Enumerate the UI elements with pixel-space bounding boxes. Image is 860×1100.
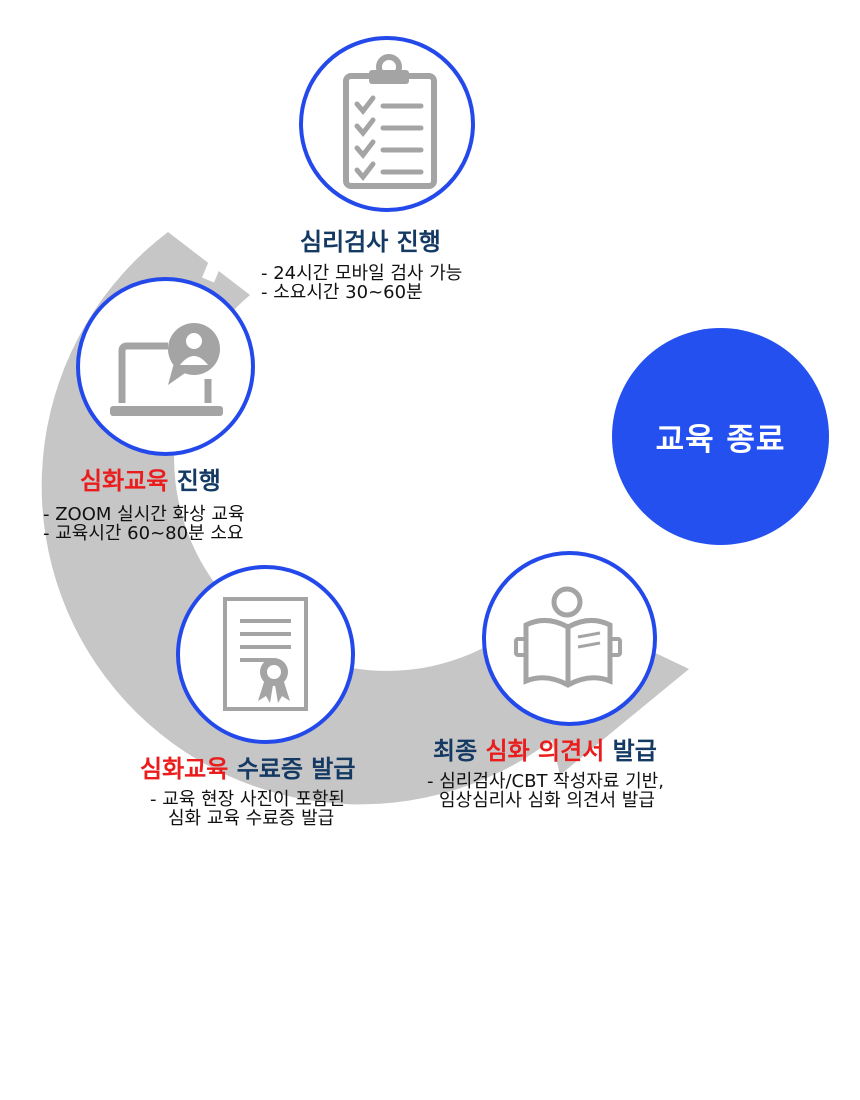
step-4-title-navy: 발급 — [612, 737, 657, 765]
step-3-title-red: 심화교육 — [140, 755, 229, 783]
step-2-title-navy: 진행 — [176, 467, 221, 495]
step-2-description: - ZOOM 실시간 화상 교육 - 교육시간 60~80분 소요 — [43, 505, 245, 543]
step-2-line-1: - ZOOM 실시간 화상 교육 — [43, 504, 245, 525]
step-2-line-2: - 교육시간 60~80분 소요 — [43, 523, 244, 544]
step-4-title-red: 심화 의견서 — [485, 737, 605, 765]
step-4-line-1: - 심리검사/CBT 작성자료 기반, — [427, 771, 664, 792]
step-1-title-text: 심리검사 진행 — [300, 228, 441, 256]
step-4-line-2: 임상심리사 심화 의견서 발급 — [439, 790, 655, 811]
step-4-circle — [482, 551, 657, 726]
step-2-circle — [76, 277, 255, 456]
step-1-circle — [299, 36, 475, 212]
step-1-description: - 24시간 모바일 검사 가능 - 소요시간 30~60분 — [261, 264, 462, 302]
laptop-user-icon — [110, 323, 223, 416]
end-label: 교육 종료 — [655, 422, 786, 458]
step-4-title-prefix: 최종 — [433, 737, 478, 765]
step-4-description: - 심리검사/CBT 작성자료 기반, 임상심리사 심화 의견서 발급 — [427, 772, 664, 810]
step-1-title: 심리검사 진행 — [300, 222, 441, 257]
certificate-icon — [223, 597, 308, 711]
step-1-line-1: - 24시간 모바일 검사 가능 — [261, 263, 463, 284]
step-3-title-navy: 수료증 발급 — [236, 755, 356, 783]
reading-person-icon — [514, 586, 622, 688]
step-3-title: 심화교육 수료증 발급 — [140, 749, 355, 784]
step-3-line-1: - 교육 현장 사진이 포함된 — [150, 789, 345, 810]
end-circle: 교육 종료 — [612, 328, 829, 545]
clipboard-checklist-icon — [343, 54, 437, 189]
step-3-circle — [176, 565, 355, 744]
step-3-line-2: 심화 교육 수료증 발급 — [168, 808, 335, 829]
step-3-description: - 교육 현장 사진이 포함된 심화 교육 수료증 발급 — [150, 790, 345, 828]
arrow-tail-gaps — [202, 177, 325, 283]
step-4-title: 최종 심화 의견서 발급 — [433, 731, 657, 766]
step-2-title: 심화교육 진행 — [80, 461, 221, 496]
step-2-title-red: 심화교육 — [80, 467, 169, 495]
step-1-line-2: - 소요시간 30~60분 — [261, 282, 423, 303]
